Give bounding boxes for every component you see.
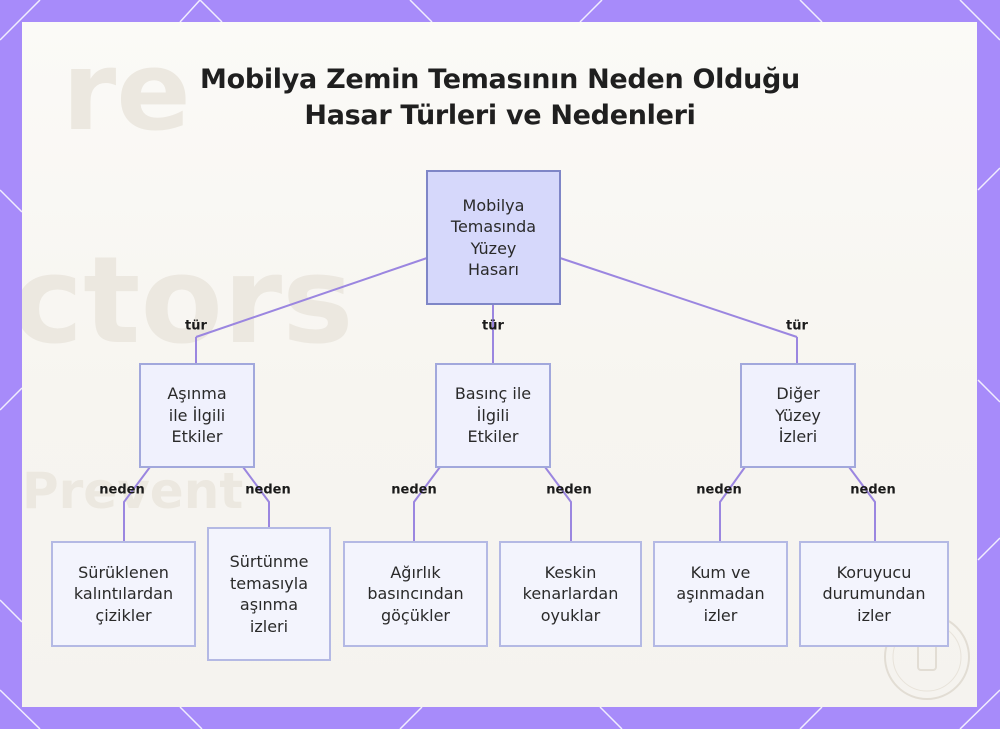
edge-label-neden: neden <box>850 482 896 498</box>
edge-category-2-to-leaf-2 <box>544 466 572 541</box>
leaf-node-label: Kum ve aşınmadan izler <box>676 562 765 625</box>
edge-label-neden: neden <box>391 482 437 498</box>
edge-category-3-to-leaf-1 <box>719 466 746 541</box>
title-line-2: Hasar Türleri ve Nedenleri <box>304 100 696 131</box>
edge-category-1-to-leaf-1 <box>123 466 151 541</box>
category-node-wear: Aşınma ile İlgili Etkiler <box>139 363 255 468</box>
leaf-node-sand-abrasion: Kum ve aşınmadan izler <box>653 541 788 647</box>
diagram-title: Mobilya Zemin Temasının Neden Olduğu Has… <box>0 62 1000 134</box>
leaf-node-drag-scratches: Sürüklenen kalıntılardan çizikler <box>51 541 196 647</box>
leaf-node-label: Sürtünme temasıyla aşınma izleri <box>229 552 309 636</box>
edge-label-tur-2: tür <box>482 318 504 334</box>
leaf-node-label: Keskin kenarlardan oyuklar <box>522 562 619 625</box>
leaf-node-protective-state: Koruyucu durumundan izler <box>799 541 949 647</box>
root-node: Mobilya Temasında Yüzey Hasarı <box>426 170 561 305</box>
edge-label-neden: neden <box>696 482 742 498</box>
edge-label-neden: neden <box>99 482 145 498</box>
category-node-label: Aşınma ile İlgili Etkiler <box>167 384 227 447</box>
edge-root-to-category-3 <box>559 257 798 338</box>
leaf-node-friction-wear: Sürtünme temasıyla aşınma izleri <box>207 527 331 661</box>
leaf-node-weight-dents: Ağırlık basıncından göçükler <box>343 541 488 647</box>
root-node-label: Mobilya Temasında Yüzey Hasarı <box>450 195 537 280</box>
background-ghost-text: re <box>62 27 191 155</box>
edge-label-neden: neden <box>546 482 592 498</box>
leaf-node-label: Sürüklenen kalıntılardan çizikler <box>73 562 174 625</box>
edge-category-1-to-leaf-2 <box>242 466 270 527</box>
leaf-node-label: Koruyucu durumundan izler <box>822 562 926 625</box>
leaf-node-label: Ağırlık basıncından göçükler <box>367 562 464 625</box>
category-node-label: Basınç ile İlgili Etkiler <box>454 384 532 447</box>
edge-label-tur-1: tür <box>185 318 207 334</box>
category-node-pressure: Basınç ile İlgili Etkiler <box>435 363 551 468</box>
edge-category-2-to-leaf-1 <box>413 466 441 541</box>
edge-label-tur-3: tür <box>786 318 808 334</box>
edge-label-neden: neden <box>245 482 291 498</box>
category-node-label: Diğer Yüzey İzleri <box>775 384 821 447</box>
edge-category-3-to-leaf-2 <box>848 466 876 541</box>
title-line-1: Mobilya Zemin Temasının Neden Olduğu <box>200 64 800 95</box>
leaf-node-sharp-edge-gouges: Keskin kenarlardan oyuklar <box>499 541 642 647</box>
category-node-other: Diğer Yüzey İzleri <box>740 363 856 468</box>
edge-root-to-category-1 <box>195 257 428 338</box>
